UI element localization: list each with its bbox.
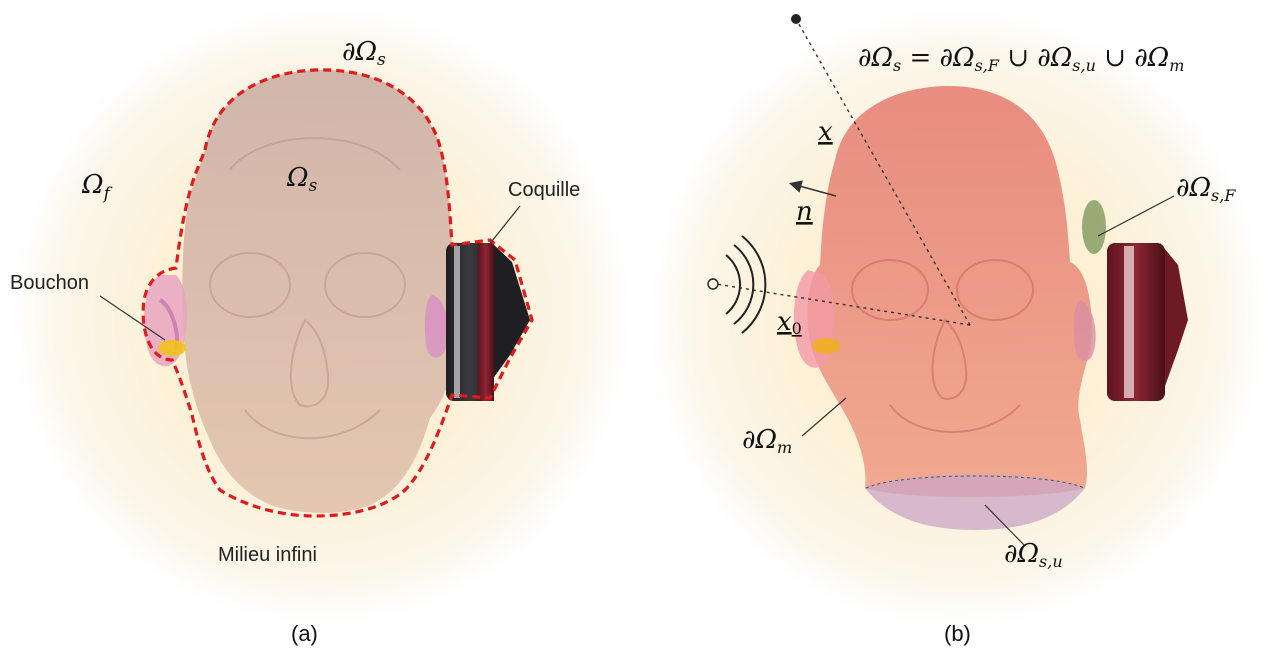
label-x: x (818, 117, 833, 147)
label-milieu-infini: Milieu infini (218, 544, 317, 566)
label-bouchon: Bouchon (10, 272, 89, 294)
earplug-foam (158, 340, 186, 356)
label-coquille: Coquille (508, 179, 580, 201)
caption-b: (b) (944, 621, 971, 646)
head-volume (182, 70, 462, 513)
panel-b: ∂Ωs = ∂Ωs,F ∪ ∂Ωs,u ∪ ∂Ωm x n x0 ∂Ωs,F ∂… (648, 8, 1266, 646)
force-patch (1082, 200, 1106, 254)
earplug-foam-b (812, 338, 840, 354)
equation-boundary: ∂Ωs = ∂Ωs,F ∪ ∂Ωs,u ∪ ∂Ωm (858, 43, 1184, 75)
earplug (144, 275, 187, 366)
field-point (791, 14, 801, 24)
panel-a: ∂Ωs Ωs Ωf Coquille Bouchon Milieu infini… (10, 5, 632, 646)
caption-a: (a) (291, 621, 318, 646)
label-n: n (796, 197, 813, 227)
